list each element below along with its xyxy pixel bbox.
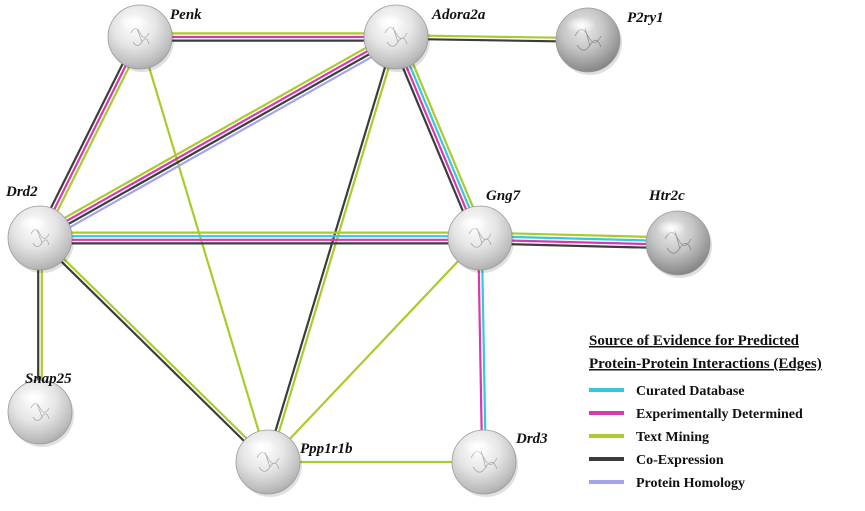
edge-adora2a-ppp1r1b	[265, 36, 399, 463]
legend-item-homology: Protein Homology	[589, 476, 745, 491]
node-adora2a[interactable]: Adora2a	[363, 4, 486, 72]
edge-line-experimental	[479, 238, 678, 246]
legend-item-textmining: Text Mining	[589, 430, 709, 445]
legend-label-coexpression: Co-Expression	[636, 453, 724, 468]
edge-line-textmining	[42, 38, 145, 241]
edge-adora2a-gng7	[390, 34, 486, 241]
node-label-penk: Penk	[170, 7, 202, 23]
edge-penk-adora2a	[140, 32, 396, 42]
edge-line-experimental	[39, 36, 141, 239]
edge-line-coexpression	[479, 242, 678, 250]
node-label-htr2c: Htr2c	[648, 188, 685, 204]
edge-line-coexpression	[35, 34, 138, 237]
edge-line-coexpression	[265, 36, 396, 462]
edge-line-textmining	[36, 31, 394, 235]
edge-line-textmining	[138, 36, 270, 463]
node-penk[interactable]: Penk	[107, 4, 202, 72]
legend-item-coexpression: Co-Expression	[589, 453, 724, 468]
edge-drd2-adora2a	[36, 31, 400, 244]
edge-line-experimental	[477, 238, 484, 463]
edge-line-coexpression	[40, 37, 398, 241]
edge-drd2-gng7	[40, 231, 480, 245]
legend: Source of Evidence for Predicted Protein…	[589, 333, 822, 491]
node-highlight	[462, 439, 492, 455]
node-label-drd3: Drd3	[515, 431, 548, 447]
legend-label-curated: Curated Database	[636, 384, 745, 399]
legend-item-experimental: Experimentally Determined	[589, 407, 803, 422]
node-highlight	[18, 215, 48, 231]
legend-label-experimental: Experimentally Determined	[636, 407, 803, 422]
node-highlight	[566, 17, 596, 33]
node-highlight	[246, 439, 276, 455]
node-label-snap25: Snap25	[25, 371, 72, 387]
edge-line-homology	[42, 40, 400, 244]
edge-line-textmining	[267, 237, 481, 463]
legend-title-line2: Protein-Protein Interactions (Edges)	[589, 356, 822, 372]
node-highlight	[374, 14, 404, 30]
edge-penk-drd2	[35, 34, 145, 241]
node-label-drd2: Drd2	[5, 184, 38, 200]
edge-drd2-ppp1r1b	[37, 235, 271, 465]
node-label-gng7: Gng7	[486, 188, 521, 204]
node-htr2c[interactable]: Htr2c	[645, 188, 712, 278]
edge-penk-ppp1r1b	[138, 36, 270, 463]
edge-line-curated	[396, 35, 483, 238]
legend-label-textmining: Text Mining	[636, 430, 709, 445]
node-highlight	[656, 220, 686, 236]
node-label-p2ry1: P2ry1	[627, 10, 664, 26]
edge-line-coexpression	[37, 238, 268, 465]
legend-title-line1: Source of Evidence for Predicted	[589, 333, 800, 349]
node-gng7[interactable]: Gng7	[447, 188, 521, 273]
node-p2ry1[interactable]: P2ry1	[555, 7, 664, 75]
node-highlight	[118, 14, 148, 30]
node-drd2[interactable]: Drd2	[5, 184, 74, 273]
edge-line-coexpression	[390, 38, 477, 241]
edge-line-textmining	[399, 34, 486, 237]
edge-gng7-ppp1r1b	[267, 237, 481, 463]
node-highlight	[458, 215, 488, 231]
edge-line-experimental	[393, 37, 480, 240]
edge-line-curated	[480, 237, 487, 462]
legend-item-curated: Curated Database	[589, 384, 745, 399]
edge-line-textmining	[268, 37, 399, 463]
edges-layer	[35, 31, 679, 465]
edge-gng7-htr2c	[479, 231, 679, 250]
legend-label-homology: Protein Homology	[636, 476, 745, 491]
edge-line-curated	[480, 235, 679, 243]
edge-line-experimental	[38, 34, 396, 238]
node-ppp1r1b[interactable]: Ppp1r1b	[235, 429, 353, 497]
edge-line-textmining	[480, 231, 679, 239]
node-highlight	[18, 389, 48, 405]
edge-line-textmining	[40, 235, 271, 462]
node-label-adora2a: Adora2a	[431, 7, 486, 23]
edge-gng7-drd3	[477, 237, 487, 463]
node-snap25[interactable]: Snap25	[7, 371, 74, 447]
node-drd3[interactable]: Drd3	[451, 429, 548, 497]
node-label-ppp1r1b: Ppp1r1b	[300, 441, 353, 457]
